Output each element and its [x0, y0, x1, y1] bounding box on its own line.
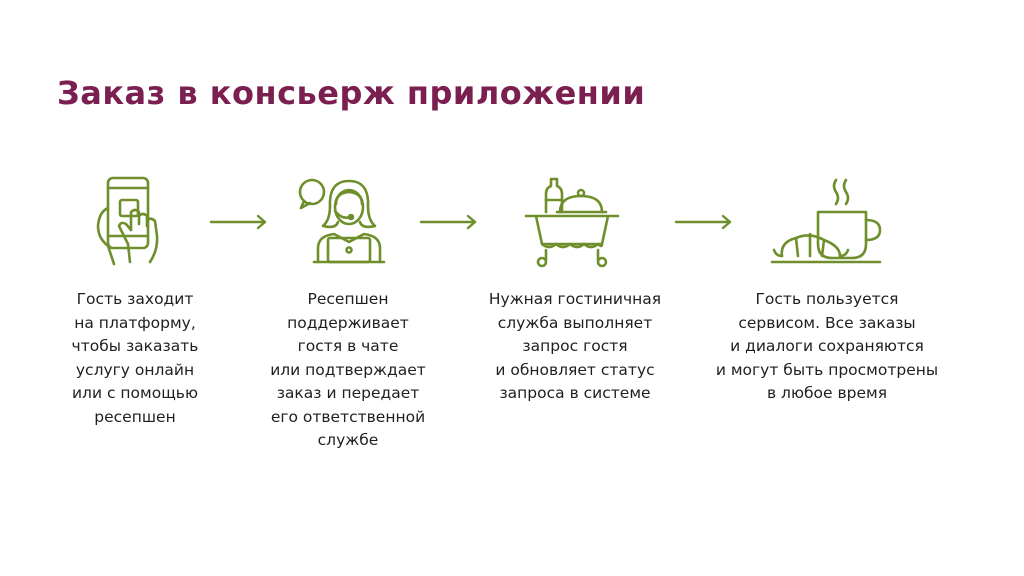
- slide-title: Заказ в консьерж приложении: [57, 74, 646, 112]
- step-4-text: Гость пользуется сервисом. Все заказы и …: [715, 290, 939, 402]
- room-service-cart-icon: [522, 176, 622, 268]
- step-2-text: Ресепшен поддерживает гостя в чате или п…: [270, 290, 426, 449]
- coffee-croissant-icon: [770, 176, 882, 268]
- flow-arrow-3: [674, 214, 733, 230]
- step-3-text: Нужная гостиничная служба выполняет запр…: [488, 290, 662, 402]
- step-1-text: Гость заходит на платформу, чтобы заказа…: [71, 290, 199, 426]
- receptionist-icon: [296, 176, 388, 268]
- flow-arrow-2: [419, 214, 478, 230]
- flow-arrow-1: [209, 214, 268, 230]
- phone-tap-icon: [84, 174, 184, 270]
